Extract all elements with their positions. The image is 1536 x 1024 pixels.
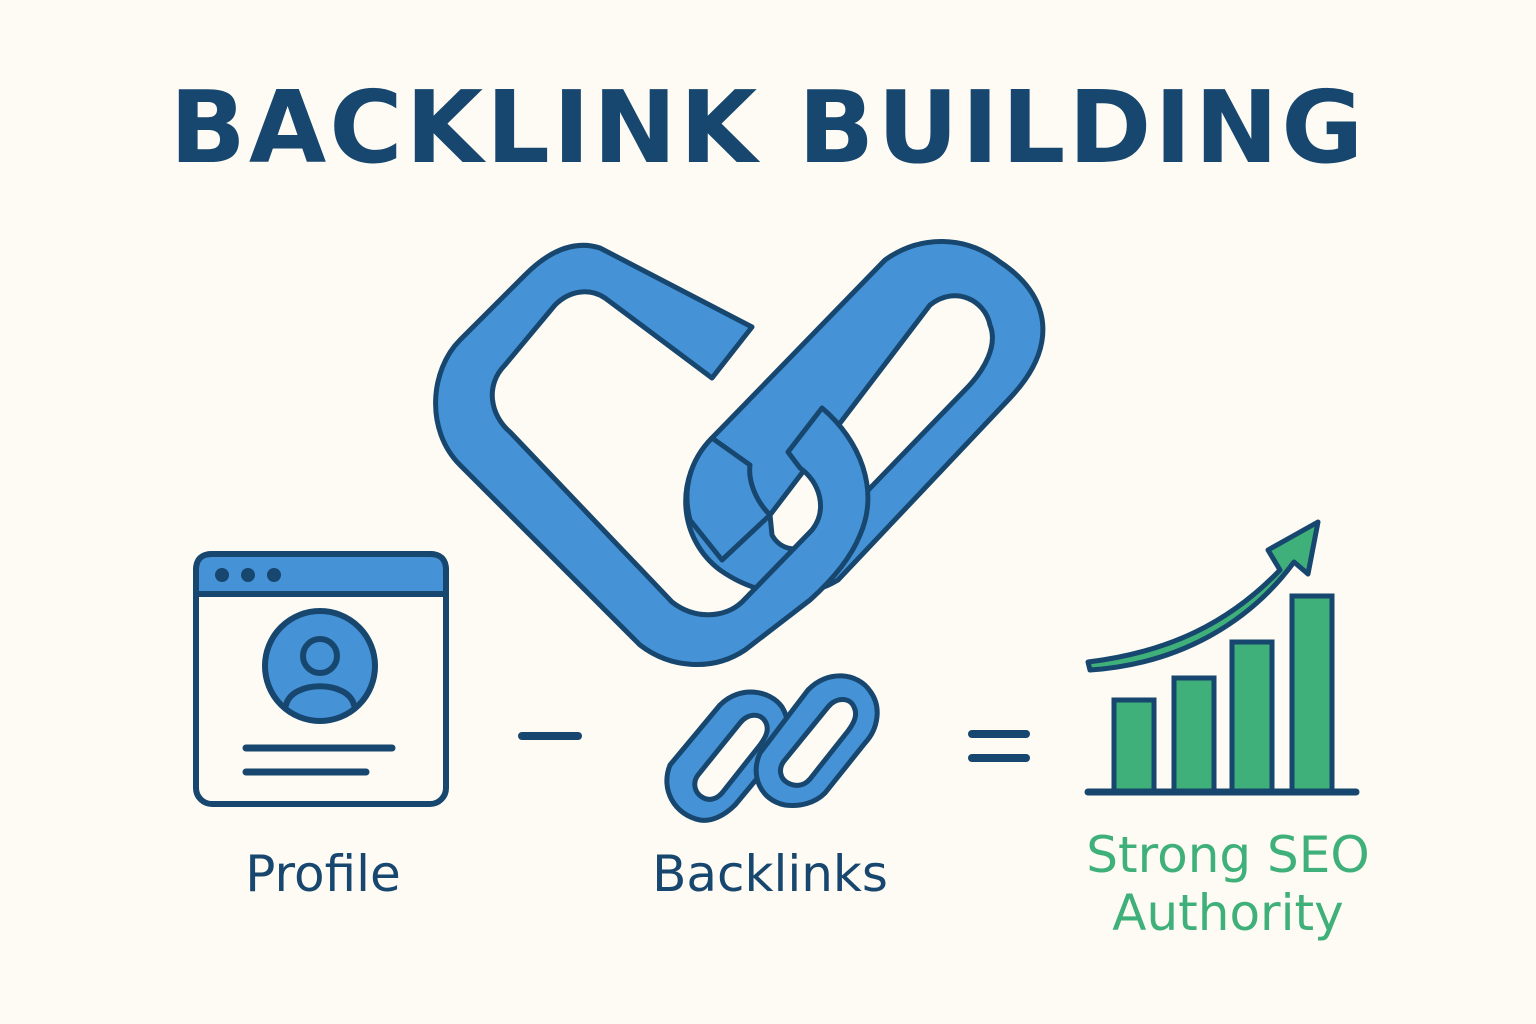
browser-profile-icon <box>193 551 449 807</box>
page-title: BACKLINK BUILDING <box>169 69 1367 186</box>
equals-operator <box>968 730 1030 762</box>
seo-authority-label: Strong SEO Authority <box>1050 826 1406 942</box>
profile-label: Profile <box>245 845 401 903</box>
bar-chart-growth-icon <box>1084 519 1360 796</box>
seo-authority-line1: Strong SEO <box>1086 826 1370 884</box>
seo-authority-line2: Authority <box>1112 884 1344 942</box>
backlinks-label: Backlinks <box>652 845 888 903</box>
minus-operator <box>518 732 582 740</box>
link-icon <box>664 673 880 823</box>
